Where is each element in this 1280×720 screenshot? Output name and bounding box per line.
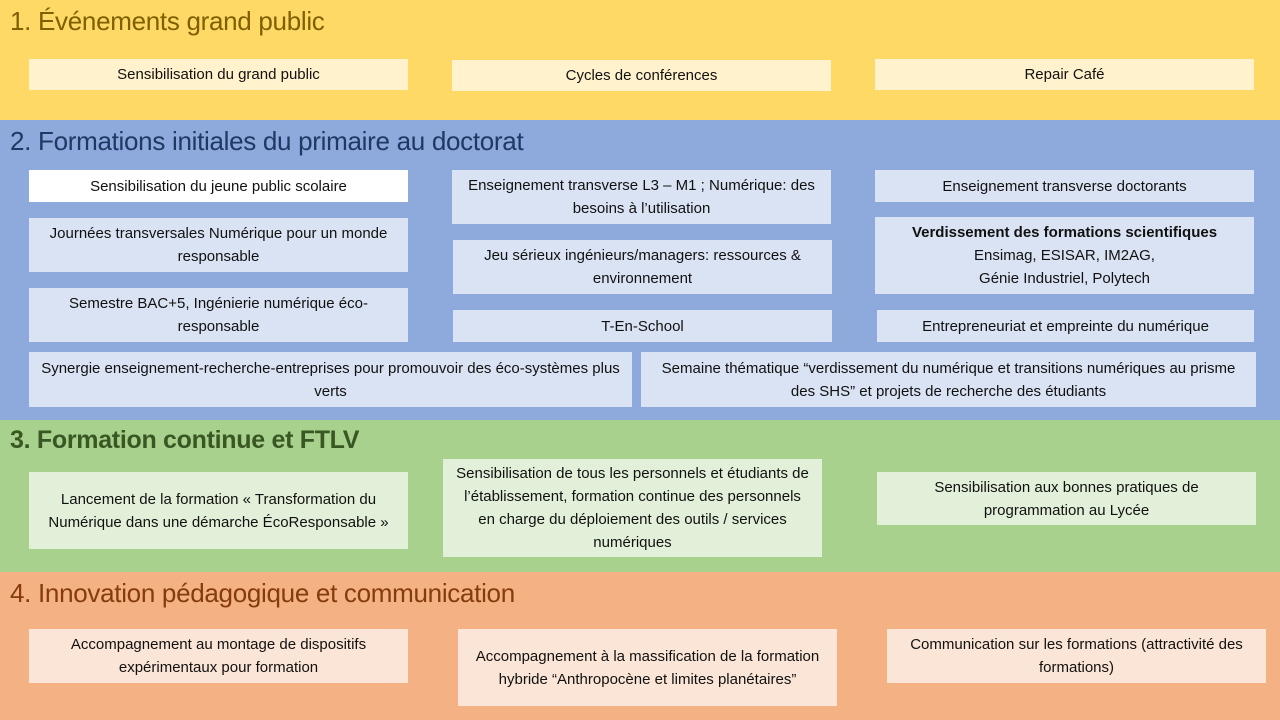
item-box: Communication sur les formations (attrac… [887,629,1266,683]
item-line: Ensimag, ESISAR, IM2AG, [974,247,1155,264]
item-box: Sensibilisation de tous les personnels e… [443,459,822,557]
item-box: Accompagnement au montage de dispositifs… [29,629,408,683]
section-title: 3. Formation continue et FTLV [10,426,360,454]
item-box-verdissement: Verdissement des formations scientifique… [875,217,1254,294]
item-box: Synergie enseignement-recherche-entrepri… [29,352,632,407]
item-box: Semaine thématique “verdissement du numé… [641,352,1256,407]
item-heading: Verdissement des formations scientifique… [911,224,1218,241]
item-box: Entrepreneuriat et empreinte du numériqu… [877,310,1254,342]
item-box: T-En-School [453,310,832,342]
item-box: Journées transversales Numérique pour un… [29,218,408,272]
item-box: Enseignement transverse L3 – M1 ; Numéri… [452,170,831,224]
section-title: 4. Innovation pédagogique et communicati… [10,578,515,608]
section-innovation: 4. Innovation pédagogique et communicati… [0,572,1280,720]
item-box: Lancement de la formation « Transformati… [29,472,408,549]
item-box: Sensibilisation aux bonnes pratiques de … [877,472,1256,525]
item-line: Génie Industriel, Polytech [979,270,1150,287]
section-initial-training: 2. Formations initiales du primaire au d… [0,120,1280,420]
item-box: Cycles de conférences [452,60,831,91]
item-box: Semestre BAC+5, Ingénierie numérique éco… [29,288,408,342]
item-box: Accompagnement à la massification de la … [458,629,837,706]
section-title: 1. Événements grand public [10,6,325,36]
section-title: 2. Formations initiales du primaire au d… [10,126,524,156]
section-events: 1. Événements grand public Sensibilisati… [0,0,1280,120]
item-box: Sensibilisation du jeune public scolaire [29,170,408,202]
item-box: Repair Café [875,59,1254,90]
item-box: Sensibilisation du grand public [29,59,408,90]
item-box: Enseignement transverse doctorants [875,170,1254,202]
item-box: Jeu sérieux ingénieurs/managers: ressour… [453,240,832,294]
section-continuing-education: 3. Formation continue et FTLV Lancement … [0,420,1280,572]
